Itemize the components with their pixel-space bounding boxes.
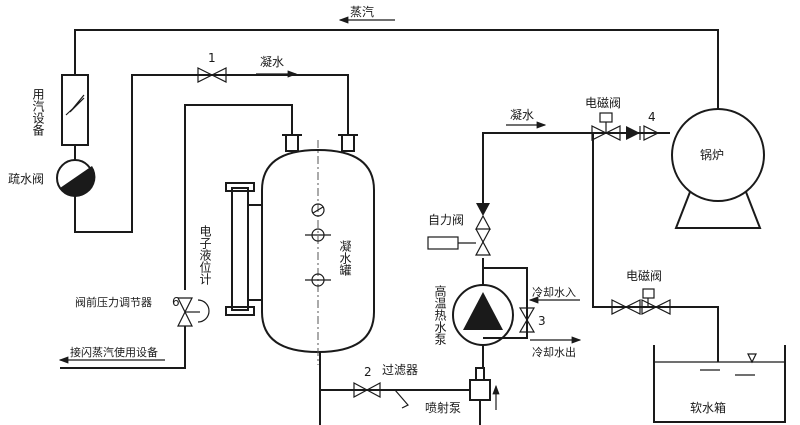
- condensate-tank: [261, 134, 375, 365]
- condensate-top-label: 凝水: [260, 54, 284, 69]
- pressure-regulator-label: 阀前压力调节器: [75, 295, 152, 309]
- solenoid-valve-top-icon: [591, 112, 621, 141]
- steam-label: 蒸汽: [350, 4, 374, 19]
- condensate-return-line: [74, 74, 349, 233]
- soft-water-tank: [653, 345, 786, 423]
- condensate-right-line: [482, 132, 670, 203]
- solenoid-valve-right-label: 电磁阀: [626, 268, 662, 283]
- valve-3-icon: [518, 307, 536, 333]
- solenoid-valve-top-label: 电磁阀: [585, 95, 621, 110]
- valve-1-number: 1: [208, 51, 216, 65]
- valve-4-number: 4: [648, 110, 656, 124]
- steam-equipment-label: 用汽设备: [31, 88, 45, 137]
- ejector-pump-label: 喷射泵: [425, 400, 461, 415]
- valve-2-number: 2: [364, 365, 372, 379]
- valve-3-number: 3: [538, 314, 546, 328]
- ejector-pump: [469, 367, 500, 425]
- boiler-label: 锅炉: [700, 147, 724, 162]
- drain-valve-icon: [56, 159, 96, 197]
- pressure-regulator-icon: [177, 297, 210, 327]
- steam-equipment: [61, 74, 89, 160]
- cooling-water-out-label: 冷却水出: [532, 345, 576, 359]
- condensate-right-label: 凝水: [510, 107, 534, 122]
- level-gauge: [225, 182, 262, 316]
- valve-1-icon: [197, 67, 227, 83]
- solenoid-valve-right-icon: [611, 288, 671, 315]
- pump-bypass-line: [483, 267, 528, 339]
- self-operated-valve-label: 自力阀: [428, 213, 464, 227]
- condensate-tank-label: 凝水罐: [338, 239, 352, 277]
- soft-water-line: [592, 133, 719, 362]
- high-temp-pump-label: 高温热水泵: [433, 284, 447, 345]
- valve-2-icon: [353, 381, 381, 399]
- filter-label: 过滤器: [382, 363, 418, 377]
- level-gauge-label: 电子液位计: [198, 225, 212, 285]
- check-valve-4-icon: [626, 125, 660, 141]
- filter-icon: [394, 389, 409, 409]
- boiler: [671, 108, 765, 229]
- flash-steam-label: 接闪蒸汽使用设备: [70, 345, 158, 359]
- flash-steam-line: [60, 326, 186, 369]
- self-operated-valve-icon: [427, 203, 492, 256]
- drain-valve-label: 疏水阀: [8, 171, 44, 186]
- cooling-water-in-label: 冷却水入: [532, 286, 576, 299]
- steam-line: [74, 16, 719, 110]
- valve-6-number: 6: [172, 295, 180, 309]
- soft-water-tank-label: 软水箱: [690, 400, 726, 415]
- high-temp-pump: [452, 284, 514, 368]
- inner-condensate-line: [184, 104, 293, 290]
